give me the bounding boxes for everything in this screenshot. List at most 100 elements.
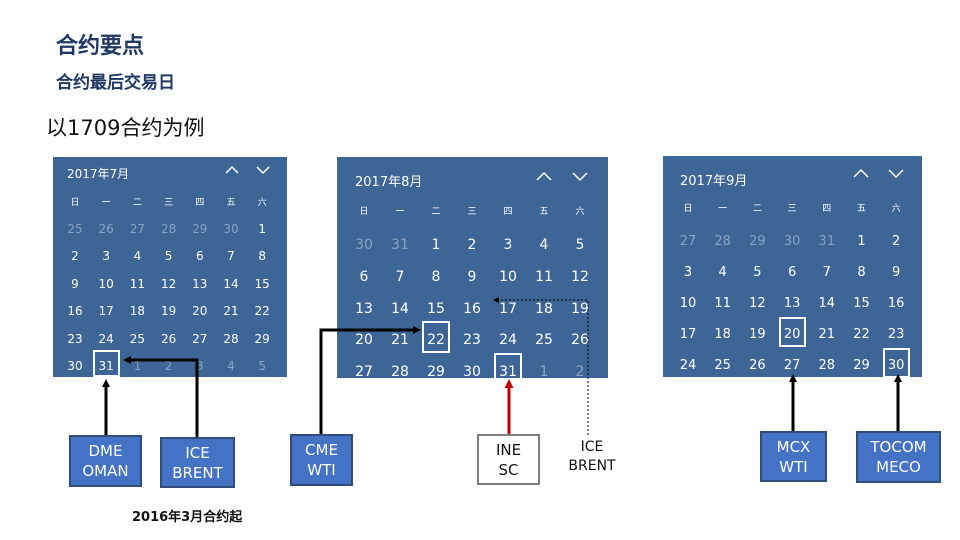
calendar-day[interactable]: 30 — [67, 359, 83, 373]
calendar-day[interactable]: 27 — [192, 331, 208, 346]
calendar-day[interactable]: 21 — [391, 332, 409, 349]
calendar-day[interactable]: 11 — [535, 268, 553, 285]
calendar-day[interactable]: 14 — [391, 300, 409, 317]
calendar-day[interactable]: 28 — [223, 331, 239, 346]
calendar-day[interactable]: 2 — [892, 234, 901, 249]
calendar-day[interactable]: 1 — [539, 364, 549, 381]
calendar-day[interactable]: 22 — [427, 332, 445, 349]
calendar-day[interactable]: 5 — [753, 265, 762, 280]
chevron-up-icon[interactable] — [536, 171, 552, 182]
calendar-day[interactable]: 19 — [160, 304, 177, 319]
calendar-day[interactable]: 25 — [714, 358, 731, 373]
calendar-day[interactable]: 4 — [718, 265, 727, 280]
chevron-up-icon[interactable] — [853, 168, 869, 179]
calendar-day[interactable]: 24 — [679, 358, 697, 373]
calendar-day[interactable]: 27 — [129, 222, 146, 236]
calendar-day[interactable]: 27 — [783, 358, 801, 373]
calendar-day[interactable]: 9 — [467, 268, 477, 285]
calendar-day[interactable]: 30 — [887, 358, 905, 373]
calendar-day[interactable]: 7 — [822, 265, 831, 280]
calendar-day[interactable]: 6 — [195, 249, 204, 264]
calendar-day[interactable]: 20 — [783, 327, 801, 342]
calendar-day[interactable]: 17 — [679, 327, 697, 342]
calendar-day[interactable]: 25 — [129, 331, 146, 346]
calendar-day[interactable]: 26 — [571, 332, 589, 349]
calendar-day[interactable]: 5 — [258, 359, 267, 373]
calendar-day[interactable]: 19 — [749, 327, 766, 342]
calendar-day[interactable]: 28 — [160, 222, 177, 236]
calendar-day[interactable]: 21 — [223, 304, 239, 319]
calendar-day[interactable]: 13 — [355, 300, 373, 317]
calendar-day[interactable]: 12 — [749, 296, 766, 311]
calendar-day[interactable]: 7 — [227, 249, 235, 264]
calendar-day[interactable]: 30 — [355, 237, 373, 253]
calendar-day[interactable]: 24 — [499, 332, 517, 349]
chevron-down-icon[interactable] — [888, 168, 904, 179]
calendar-day[interactable]: 30 — [223, 222, 239, 236]
calendar-day[interactable]: 17 — [499, 300, 517, 317]
calendar-day[interactable]: 26 — [749, 358, 766, 373]
calendar-day[interactable]: 4 — [227, 359, 235, 373]
calendar-day[interactable]: 18 — [535, 300, 553, 317]
calendar-day[interactable]: 31 — [391, 237, 409, 253]
calendar-day[interactable]: 31 — [98, 359, 114, 373]
calendar-day[interactable]: 14 — [223, 276, 239, 291]
calendar-day[interactable]: 17 — [98, 304, 114, 319]
calendar-day[interactable]: 2 — [71, 249, 79, 264]
calendar-day[interactable]: 8 — [857, 265, 866, 280]
calendar-day[interactable]: 27 — [355, 364, 373, 381]
calendar-day[interactable]: 2 — [467, 237, 477, 253]
calendar-day[interactable]: 29 — [427, 364, 445, 381]
calendar-day[interactable]: 29 — [192, 222, 208, 236]
calendar-day[interactable]: 20 — [192, 304, 208, 319]
calendar-day[interactable]: 9 — [71, 276, 79, 291]
calendar-day[interactable]: 1 — [857, 234, 866, 249]
calendar-day[interactable]: 10 — [98, 276, 114, 291]
calendar-day[interactable]: 25 — [535, 332, 553, 349]
calendar-day[interactable]: 7 — [395, 268, 405, 285]
calendar-day[interactable]: 16 — [887, 296, 905, 311]
calendar-day[interactable]: 10 — [679, 296, 697, 311]
calendar-day[interactable]: 23 — [887, 327, 905, 342]
calendar-day[interactable]: 5 — [164, 249, 173, 264]
calendar-day[interactable]: 1 — [431, 237, 441, 253]
calendar-day[interactable]: 1 — [258, 222, 267, 236]
calendar-day[interactable]: 31 — [818, 234, 836, 249]
calendar-day[interactable]: 28 — [391, 364, 409, 381]
calendar-day[interactable]: 6 — [359, 268, 369, 285]
calendar-day[interactable]: 8 — [258, 249, 267, 264]
calendar-day[interactable]: 8 — [431, 268, 441, 285]
calendar-day[interactable]: 2 — [164, 359, 173, 373]
calendar-day[interactable]: 19 — [571, 300, 589, 317]
calendar-day[interactable]: 25 — [67, 222, 83, 236]
calendar-day[interactable]: 29 — [853, 358, 870, 373]
calendar-day[interactable]: 24 — [98, 331, 114, 346]
calendar-day[interactable]: 23 — [67, 331, 83, 346]
calendar-day[interactable]: 4 — [539, 237, 549, 253]
calendar-day[interactable]: 29 — [749, 234, 766, 249]
calendar-day[interactable]: 22 — [853, 327, 870, 342]
calendar-day[interactable]: 18 — [714, 327, 731, 342]
calendar-day[interactable]: 5 — [575, 237, 585, 253]
calendar-day[interactable]: 23 — [463, 332, 481, 349]
calendar-day[interactable]: 10 — [499, 268, 517, 285]
calendar-day[interactable]: 15 — [427, 300, 445, 317]
calendar-day[interactable]: 4 — [133, 249, 142, 264]
calendar-day[interactable]: 27 — [679, 234, 697, 249]
calendar-day[interactable]: 26 — [160, 331, 177, 346]
calendar-day[interactable]: 22 — [254, 304, 270, 319]
calendar-day[interactable]: 2 — [575, 364, 585, 381]
chevron-down-icon[interactable] — [256, 165, 270, 175]
calendar-day[interactable]: 15 — [853, 296, 870, 311]
calendar-day[interactable]: 28 — [714, 234, 731, 249]
calendar-day[interactable]: 9 — [892, 265, 901, 280]
calendar-day[interactable]: 26 — [98, 222, 114, 236]
calendar-day[interactable]: 29 — [254, 331, 270, 346]
calendar-day[interactable]: 30 — [783, 234, 801, 249]
calendar-day[interactable]: 13 — [783, 296, 801, 311]
calendar-day[interactable]: 15 — [254, 276, 270, 291]
calendar-day[interactable]: 1 — [133, 359, 142, 373]
calendar-day[interactable]: 28 — [818, 358, 836, 373]
calendar-day[interactable]: 18 — [129, 304, 146, 319]
calendar-day[interactable]: 16 — [463, 300, 481, 317]
